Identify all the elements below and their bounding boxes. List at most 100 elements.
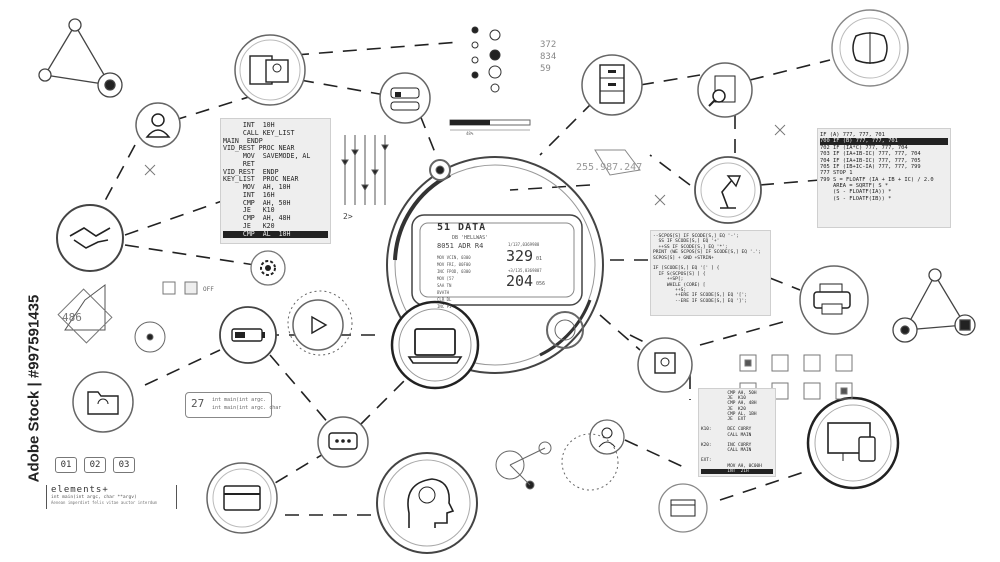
counter-value-3: 59	[540, 64, 551, 74]
head-brain-icon	[376, 452, 478, 554]
code-line: (S - FLOATF(IA)) *	[820, 189, 892, 196]
code-line: --SCPOS[S] IF SCODE[S,] EQ '-';	[653, 234, 739, 239]
code-line: SCPOS[S] + GND +STRIN+	[653, 255, 714, 261]
readout-1-label: 1/137,0369988	[508, 242, 540, 247]
code-line: WHILE (CORE) [	[653, 282, 706, 288]
code-line: PRINT (WE SCPOS[S] IF SCODE[S,] EQ '.';	[653, 250, 761, 256]
code-line: INT 21H	[701, 468, 773, 474]
code-line: ++SS IF SCODE[S,] EQ '*';	[653, 244, 728, 250]
code-line: CMP AL 10H	[223, 230, 328, 239]
readout-2-value: 204	[506, 272, 534, 290]
readout-1-unit: 01	[536, 256, 543, 262]
register-line: INC P1	[437, 304, 452, 309]
code-line: CMP AH, 48H	[701, 401, 757, 407]
code-line: ++S;	[653, 288, 687, 294]
register-line: INC FPOD, 0300	[437, 269, 471, 274]
number-box-2: 02	[84, 457, 106, 473]
code-line: 700 IF (B) 777, 777, 701	[820, 138, 948, 145]
person-support-icon	[589, 419, 625, 455]
elements-title: elements+	[51, 485, 109, 495]
code-line: KEY_LIST PROC NEAR	[223, 175, 299, 184]
code-line: AREA = SQRTF( S *	[820, 183, 889, 189]
elements-block: elements+ int main(int argc, char **argv…	[46, 485, 177, 509]
code-line: 703 IF (IA+IB-IC) 777, 777, 704	[820, 151, 921, 158]
center-title: 51 DATA	[437, 222, 487, 233]
code-line: VID_REST ENDP	[223, 167, 279, 176]
file-cabinet-icon	[581, 54, 643, 116]
register-line: MOV FRI, 00F00	[437, 262, 471, 267]
code-line: RET	[223, 159, 255, 168]
prompt-label: 2>	[343, 212, 353, 221]
document-search-icon	[697, 62, 753, 118]
number-box-1: 01	[55, 457, 77, 473]
credit-card-icon	[206, 462, 278, 534]
code-line: ++SP[;	[653, 277, 684, 283]
webcam-icon	[637, 337, 693, 393]
code-lines: CMP AH, 50H JE K10 CMP AH, 48H JE K20 CM…	[701, 391, 773, 474]
id-card-icon	[234, 34, 306, 106]
off-label: OFF	[203, 286, 214, 293]
toggle-squares	[162, 281, 198, 295]
code-line: CMP AL, 1BH	[701, 411, 757, 417]
folder-sync-icon	[72, 371, 134, 433]
central-hub	[386, 156, 604, 374]
battery-icon	[219, 306, 277, 364]
code-line: IF [SCODE[S,] EQ '[' ] {	[653, 266, 720, 272]
code-line: 705 IF (IB+IC-IA) 777, 777, 799	[820, 163, 921, 170]
code-line: IF S(SCPOS[S] ] {	[653, 271, 706, 277]
register-line: MOV VCIN, 0300	[437, 255, 471, 260]
code-line: MAIN ENDP	[223, 136, 263, 145]
code-line: VID_REST PROC NEAR	[223, 144, 295, 153]
code-line: CALL MAIN	[701, 432, 752, 438]
code-line: 799 S = FLOATF (IA + IB + IC) / 2.0	[820, 176, 934, 183]
code-line: JE K10	[223, 206, 275, 215]
watermark-brand: Adobe Stock	[25, 390, 43, 483]
code-line: K20: INC CURRY	[701, 442, 752, 448]
stock-watermark: Adobe Stock | #997591435	[25, 294, 43, 483]
code-line: JE EXT	[701, 416, 746, 422]
number-box-3: 03	[113, 457, 135, 473]
code-line: JE K20	[701, 406, 746, 412]
code-line: CMP AH, 48H	[223, 214, 291, 223]
code-line: MOV AH, 0C00H	[701, 463, 762, 469]
code-lines: --SCPOS[S] IF SCODE[S,] EQ '-'; SS IF SC…	[653, 234, 768, 304]
code-line: (S - FLOATF(IB)) *	[820, 195, 892, 202]
register-line: CLR DL	[437, 297, 452, 302]
register-line: MOV [57	[437, 276, 454, 281]
video-player-icon	[292, 299, 344, 351]
register-line: BVATH	[437, 290, 450, 295]
progress-bar	[449, 119, 531, 131]
code-line: CMP AH, 50H	[701, 391, 757, 396]
browser-window-icon	[658, 483, 708, 533]
code-line: 702 IF (IA*C) 777, 777, 704	[820, 144, 908, 151]
center-address: 8051 ADR R4	[437, 242, 484, 250]
code-panel-right-mid: --SCPOS[S] IF SCODE[S,] EQ '-'; SS IF SC…	[650, 230, 771, 316]
counter-value-2: 834	[540, 52, 557, 62]
code-line: CALL KEY_LIST	[223, 128, 295, 137]
printer-icon	[799, 265, 869, 335]
register-line: SAA TN	[437, 283, 452, 288]
security-lock-icon	[379, 72, 431, 124]
watermark-id: #997591435	[25, 294, 43, 379]
code-line: 777 STOP 1	[820, 170, 853, 177]
code-line: JE K10	[701, 396, 746, 402]
chat-bubble-icon	[317, 416, 369, 468]
code-snippet-box: 27 int main(int argc. int main(int argc.…	[185, 392, 281, 418]
decorative-elements	[57, 149, 641, 491]
code-line: 704 IF (IA+IB-IC) 777, 777, 705	[820, 157, 921, 164]
laptop-icon	[390, 300, 480, 390]
user-icon	[135, 102, 181, 148]
center-subtitle: DB 'HELLWAS'	[452, 235, 489, 241]
progress-percent: 48%	[466, 131, 474, 136]
code-line: SS IF SCODE[S,] EQ '+'	[653, 239, 720, 245]
code-box-line-1: int main(int argc.	[212, 397, 267, 403]
slider-bars	[341, 135, 389, 205]
code-line: CALL MAIN	[701, 448, 752, 454]
web-design-icon	[806, 396, 900, 490]
